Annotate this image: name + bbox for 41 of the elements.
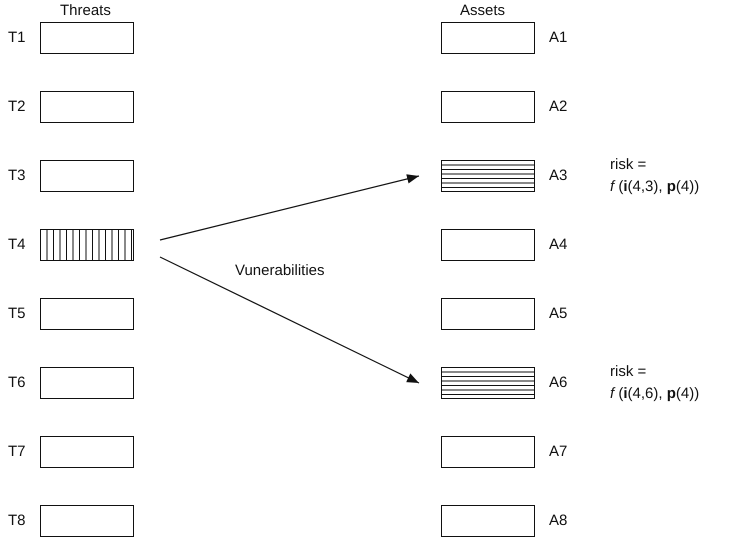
empty-box bbox=[441, 505, 535, 537]
empty-box bbox=[441, 298, 535, 330]
empty-box bbox=[441, 22, 535, 54]
row-label: A6 bbox=[549, 374, 568, 392]
row-label: T4 bbox=[8, 236, 26, 254]
empty-box bbox=[441, 91, 535, 123]
empty-box bbox=[40, 298, 134, 330]
hatched-box bbox=[40, 229, 134, 261]
empty-box bbox=[40, 22, 134, 54]
risk-formula: f (i(4,6), p(4)) bbox=[610, 385, 700, 403]
hatched-box bbox=[441, 367, 535, 399]
row-label: A8 bbox=[549, 512, 568, 530]
row-label: T7 bbox=[8, 443, 26, 461]
row-label: T2 bbox=[8, 98, 26, 116]
column-heading: Assets bbox=[460, 2, 506, 20]
arrow bbox=[160, 174, 420, 241]
row-label: A4 bbox=[549, 236, 568, 254]
empty-box bbox=[40, 91, 134, 123]
row-label: T5 bbox=[8, 305, 26, 323]
row-label: A3 bbox=[549, 167, 568, 185]
empty-box bbox=[441, 436, 535, 468]
empty-box bbox=[40, 160, 134, 192]
row-label: T8 bbox=[8, 512, 26, 530]
row-label: A7 bbox=[549, 443, 568, 461]
row-label: T1 bbox=[8, 29, 26, 47]
row-label: T6 bbox=[8, 374, 26, 392]
empty-box bbox=[40, 436, 134, 468]
row-label: A2 bbox=[549, 98, 568, 116]
row-label: A1 bbox=[549, 29, 568, 47]
empty-box bbox=[40, 367, 134, 399]
risk-formula: f (i(4,3), p(4)) bbox=[610, 178, 700, 196]
row-label: A5 bbox=[549, 305, 568, 323]
arrow bbox=[160, 256, 420, 384]
empty-box bbox=[40, 505, 134, 537]
column-heading: Threats bbox=[60, 2, 111, 20]
risk-formula: risk = bbox=[610, 156, 646, 174]
hatched-box bbox=[441, 160, 535, 192]
row-label: T3 bbox=[8, 167, 26, 185]
empty-box bbox=[441, 229, 535, 261]
annotation-label: Vunerabilities bbox=[235, 262, 324, 280]
risk-formula: risk = bbox=[610, 363, 646, 381]
